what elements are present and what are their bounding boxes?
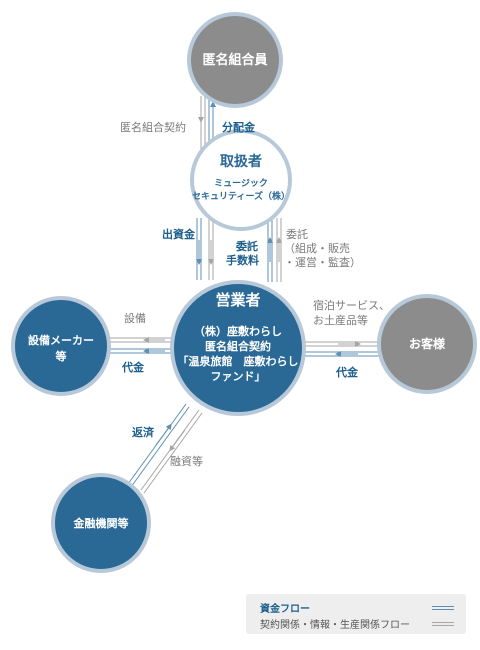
legend: 資金フロー 契約関係・情報・生産関係フロー: [246, 594, 466, 634]
operator-line2: 匿名組合契約: [205, 339, 271, 353]
label-fees: 手数料: [226, 253, 259, 267]
equipment-maker-label-1: 設備メーカー: [28, 333, 94, 347]
legend-money-line: [432, 606, 454, 610]
label-repayment: 返済: [132, 425, 155, 439]
operator-title: 営業者: [215, 291, 260, 309]
flow-middle: [196, 218, 282, 282]
legend-contract-flow: 契約関係・情報・生産関係フロー: [260, 620, 410, 631]
anon-member-label: 匿名組合員: [202, 52, 267, 68]
label-financing: 融資等: [170, 454, 203, 468]
broker-sub2: セキュリティーズ（株）: [192, 190, 290, 202]
node-operator: 営業者 （株）座敷わらし 匿名組合契約 「温泉旅館 座敷わらし ファンド」: [170, 280, 306, 416]
label-lodging-2: お土産品等: [313, 313, 368, 327]
operator-line3: 「温泉旅館 座敷わらし: [178, 354, 299, 368]
financial-inst-label: 金融機関等: [73, 516, 129, 530]
label-lodging-1: 宿泊サービス、: [313, 298, 390, 312]
label-entrust: 委託: [235, 239, 258, 253]
label-price-left: 代金: [121, 360, 145, 374]
label-anon-contract: 匿名組合契約: [120, 120, 186, 134]
label-price-right: 代金: [335, 365, 359, 379]
label-consign-detail2: ・運営・監査）: [284, 255, 361, 269]
node-customer: お客様: [377, 294, 477, 394]
equipment-maker-label-2: 等: [55, 349, 67, 363]
broker-sub1: ミュージック: [214, 178, 268, 189]
customer-label: お客様: [409, 336, 446, 351]
node-broker: 取扱者 ミュージック セキュリティーズ（株）: [190, 129, 292, 231]
label-distribution: 分配金: [222, 120, 256, 134]
label-investment: 出資金: [162, 227, 196, 241]
flow-right: [302, 341, 382, 357]
legend-contract-line: [432, 622, 454, 626]
legend-money-flow: 資金フロー: [260, 604, 310, 615]
operator-line1: （株）座敷わらし: [194, 324, 282, 338]
node-anon-member: 匿名組合員: [187, 12, 283, 108]
label-equipment: 設備: [124, 311, 146, 325]
node-financial-institution: 金融機関等: [51, 473, 151, 573]
node-equipment-maker: 設備メーカー 等: [11, 296, 111, 396]
flow-left: [108, 337, 176, 354]
label-consign-detail1: （組成・販売: [284, 242, 350, 255]
flow-diagonal: [127, 403, 203, 494]
broker-title: 取扱者: [220, 153, 262, 170]
operator-line4: ファンド」: [211, 370, 266, 383]
label-consign: 委託: [286, 227, 308, 241]
